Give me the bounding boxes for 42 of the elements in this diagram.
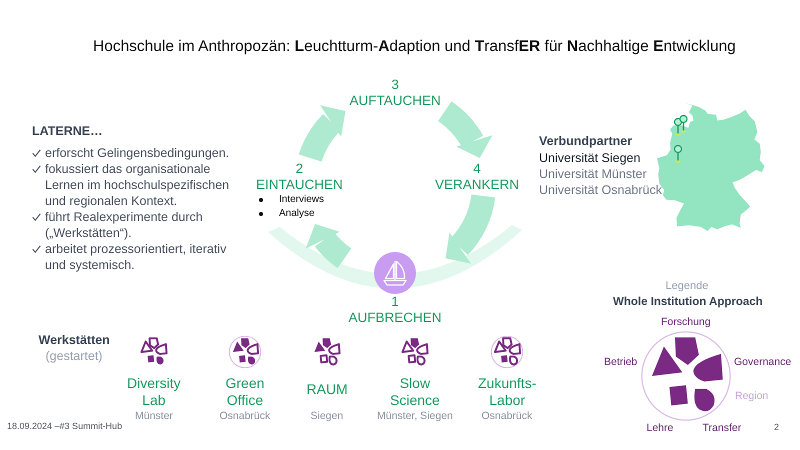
list-item: Analyse [279, 207, 315, 221]
title: Hochschule im Anthropozän: Leuchtturm-Adaption und TransfER für Nachhaltige Entwicklung [93, 37, 736, 56]
legend-label: Region [735, 390, 768, 404]
legend-label: Transfer [702, 422, 742, 436]
list-item: Interviews [279, 193, 324, 207]
checklist-item: führt Realexperimente durch („Werkstätten“). [45, 209, 204, 241]
workshop-name: Slow Science [390, 375, 440, 409]
step-number: 3 [391, 77, 399, 93]
section-heading: Verbundpartner [539, 134, 632, 150]
legend-heading: Whole Institution Approach [613, 295, 763, 310]
partner-name: Universität Siegen [539, 151, 640, 167]
location-label: Siegen [310, 410, 344, 423]
location-label: Osnabrück [220, 410, 270, 423]
step-name: EINTAUCHEN [256, 177, 343, 193]
step-name: AUFTAUCHEN [350, 93, 441, 109]
location-label: Münster [135, 410, 173, 423]
step-number: 4 [473, 161, 481, 177]
partner-name: Universität Osnabrück [539, 183, 662, 199]
step-name: AUFBRECHEN [348, 310, 442, 326]
workshop-name: RAUM [306, 381, 348, 398]
legend-label: Forschung [661, 316, 711, 330]
location-label: Osnabrück [482, 410, 532, 423]
workshop-name: Diversity Lab [127, 375, 181, 409]
legend-label: Governance [734, 356, 792, 370]
workshop-name: Zukunfts-Labor [478, 375, 536, 409]
checklist-item: fokussiert das organisationale Lernen im hochschulspezifischen und regionalen Kontext. [45, 161, 230, 209]
legend-title: Legende [666, 280, 708, 294]
step-number: 1 [391, 294, 399, 310]
legend-label: Lehre [646, 422, 674, 436]
checklist-item: arbeitet prozessorientiert, iterativ und systemisch. [45, 241, 228, 273]
step-name: VERANKERN [435, 177, 520, 193]
partner-name: Universität Münster [539, 167, 647, 183]
legend-label: Betrieb [604, 356, 638, 370]
page-number: 2 [774, 422, 780, 434]
footer-text: 18.09.2024 –#3 Summit-Hub [7, 421, 122, 432]
section-heading: LATERNE… [32, 124, 103, 140]
workshop-name: Green Office [226, 375, 264, 409]
section-heading: Werkstätten [38, 333, 110, 349]
checklist-item: erforscht Gelingensbedingungen. [45, 145, 230, 161]
step-number: 2 [296, 161, 304, 177]
status-note: (gestartet) [46, 349, 102, 365]
location-label: Münster, Siegen [377, 410, 453, 423]
